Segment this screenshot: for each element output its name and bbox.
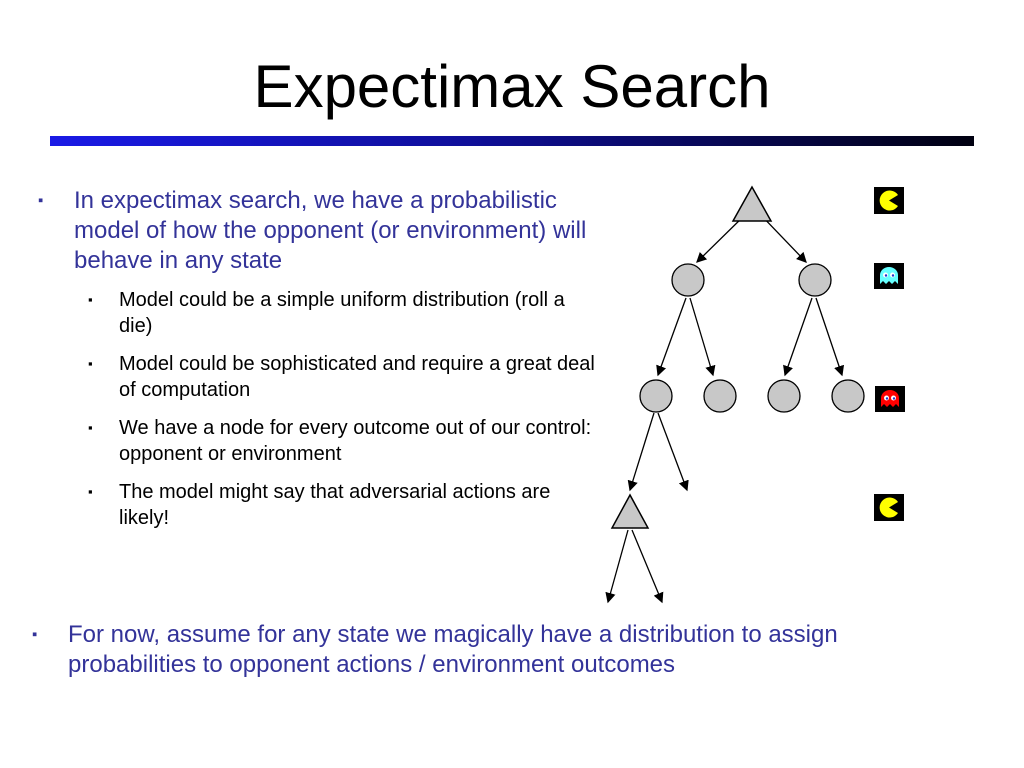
sub-bullet-text: Model could be a simple uniform distribu… — [119, 289, 565, 337]
edge-chance-leaf — [656, 297, 687, 377]
main-bullet: ▪ In expectimax search, we have a probab… — [38, 186, 598, 276]
edge-chance-leaf — [689, 297, 716, 377]
sub-bullet: ▪ The model might say that adversarial a… — [88, 479, 598, 531]
sub-bullet-text: Model could be sophisticated and require… — [119, 353, 595, 401]
sub-bullet-list: ▪ Model could be a simple uniform distri… — [88, 287, 598, 543]
chance-node — [798, 263, 832, 297]
bullet-marker: ▪ — [88, 420, 93, 435]
sub-bullet-text: We have a node for every outcome out of … — [119, 417, 592, 465]
bullet-marker: ▪ — [88, 356, 93, 371]
edge-chance-outcome — [657, 412, 689, 492]
expectimax-tree-diagram — [605, 185, 865, 604]
bullet-marker: ▪ — [88, 484, 93, 499]
max-node — [610, 493, 650, 529]
chance-node — [831, 379, 865, 413]
sub-bullet-text: The model might say that adversarial act… — [119, 481, 551, 529]
pacman-icon — [874, 494, 904, 521]
red-ghost-icon — [875, 386, 905, 412]
edge-chance-leaf — [783, 297, 813, 377]
sub-bullet: ▪ Model could be a simple uniform distri… — [88, 287, 598, 339]
chance-node — [767, 379, 801, 413]
chance-node — [703, 379, 737, 413]
bullet-marker: ▪ — [88, 292, 93, 307]
cyan-ghost-icon — [874, 263, 904, 289]
title-underline — [50, 136, 974, 146]
chance-node — [639, 379, 673, 413]
main-bullet-text: In expectimax search, we have a probabil… — [74, 187, 587, 274]
bottom-bullet: ▪ For now, assume for any state we magic… — [32, 620, 972, 680]
bullet-marker: ▪ — [32, 626, 38, 643]
bullet-marker: ▪ — [38, 192, 44, 209]
edge-chance-leaf — [815, 297, 845, 377]
bottom-bullet-text: For now, assume for any state we magical… — [68, 621, 838, 678]
edge-chance-max — [627, 412, 655, 492]
max-node-root — [731, 185, 773, 222]
edge-max-outcome — [631, 529, 664, 604]
slide-title: Expectimax Search — [253, 53, 771, 120]
chance-node — [671, 263, 705, 297]
edge-max-outcome — [605, 529, 629, 604]
sub-bullet: ▪ Model could be sophisticated and requi… — [88, 351, 598, 403]
pacman-icon — [874, 187, 904, 214]
sub-bullet: ▪ We have a node for every outcome out o… — [88, 415, 598, 467]
